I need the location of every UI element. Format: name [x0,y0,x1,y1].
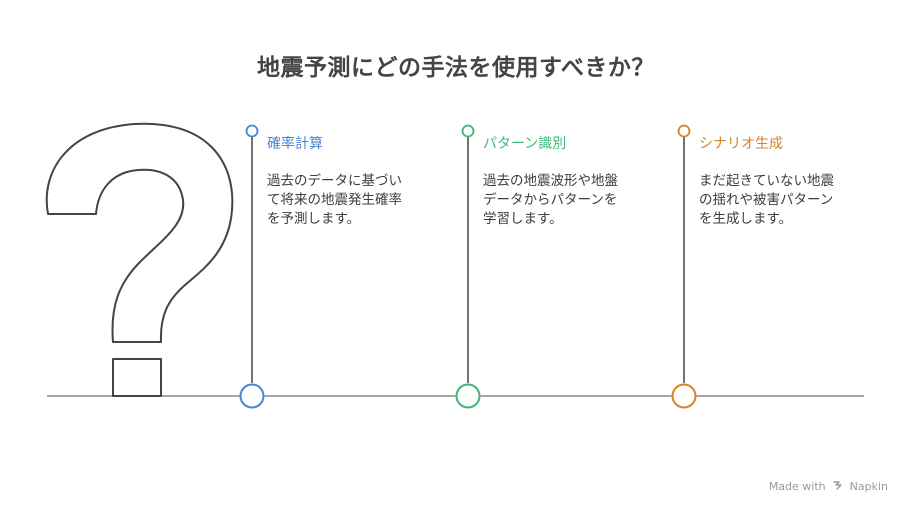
question-mark-icon [45,122,234,397]
napkin-logo-icon [833,480,843,493]
option-description-line: の揺れや被害パターン [699,192,834,208]
made-with-text: Made with [768,480,826,493]
option-description-line: まだ起きていない地震 [699,173,834,189]
option-description-line: データからパターンを [483,192,618,208]
option-description-1: 過去のデータに基づい て将来の地震発生確率 を予測します。 [267,172,447,229]
option-marker-3 [671,124,697,409]
option-label-1: 確率計算 [267,136,323,152]
option-label-3: シナリオ生成 [699,136,783,152]
option-description-line: 過去のデータに基づい [267,173,402,189]
option-description-line: を生成します。 [699,211,793,227]
option-description-3: まだ起きていない地震 の揺れや被害パターン を生成します。 [699,172,879,229]
napkin-brand-text: Napkin [849,480,888,493]
option-marker-2 [455,124,481,409]
option-description-line: 過去の地震波形や地盤 [483,173,618,189]
option-description-line: 学習します。 [483,211,563,227]
option-description-2: 過去の地震波形や地盤 データからパターンを 学習します。 [483,172,663,229]
option-label-2: パターン識別 [483,136,567,152]
made-with-napkin-badge[interactable]: Made with Napkin [769,480,888,493]
option-marker-1 [239,124,265,409]
page-title: 地震予測にどの手法を使用すべきか？ [257,55,655,81]
option-description-line: を予測します。 [267,211,361,227]
option-description-line: て将来の地震発生確率 [267,192,402,208]
